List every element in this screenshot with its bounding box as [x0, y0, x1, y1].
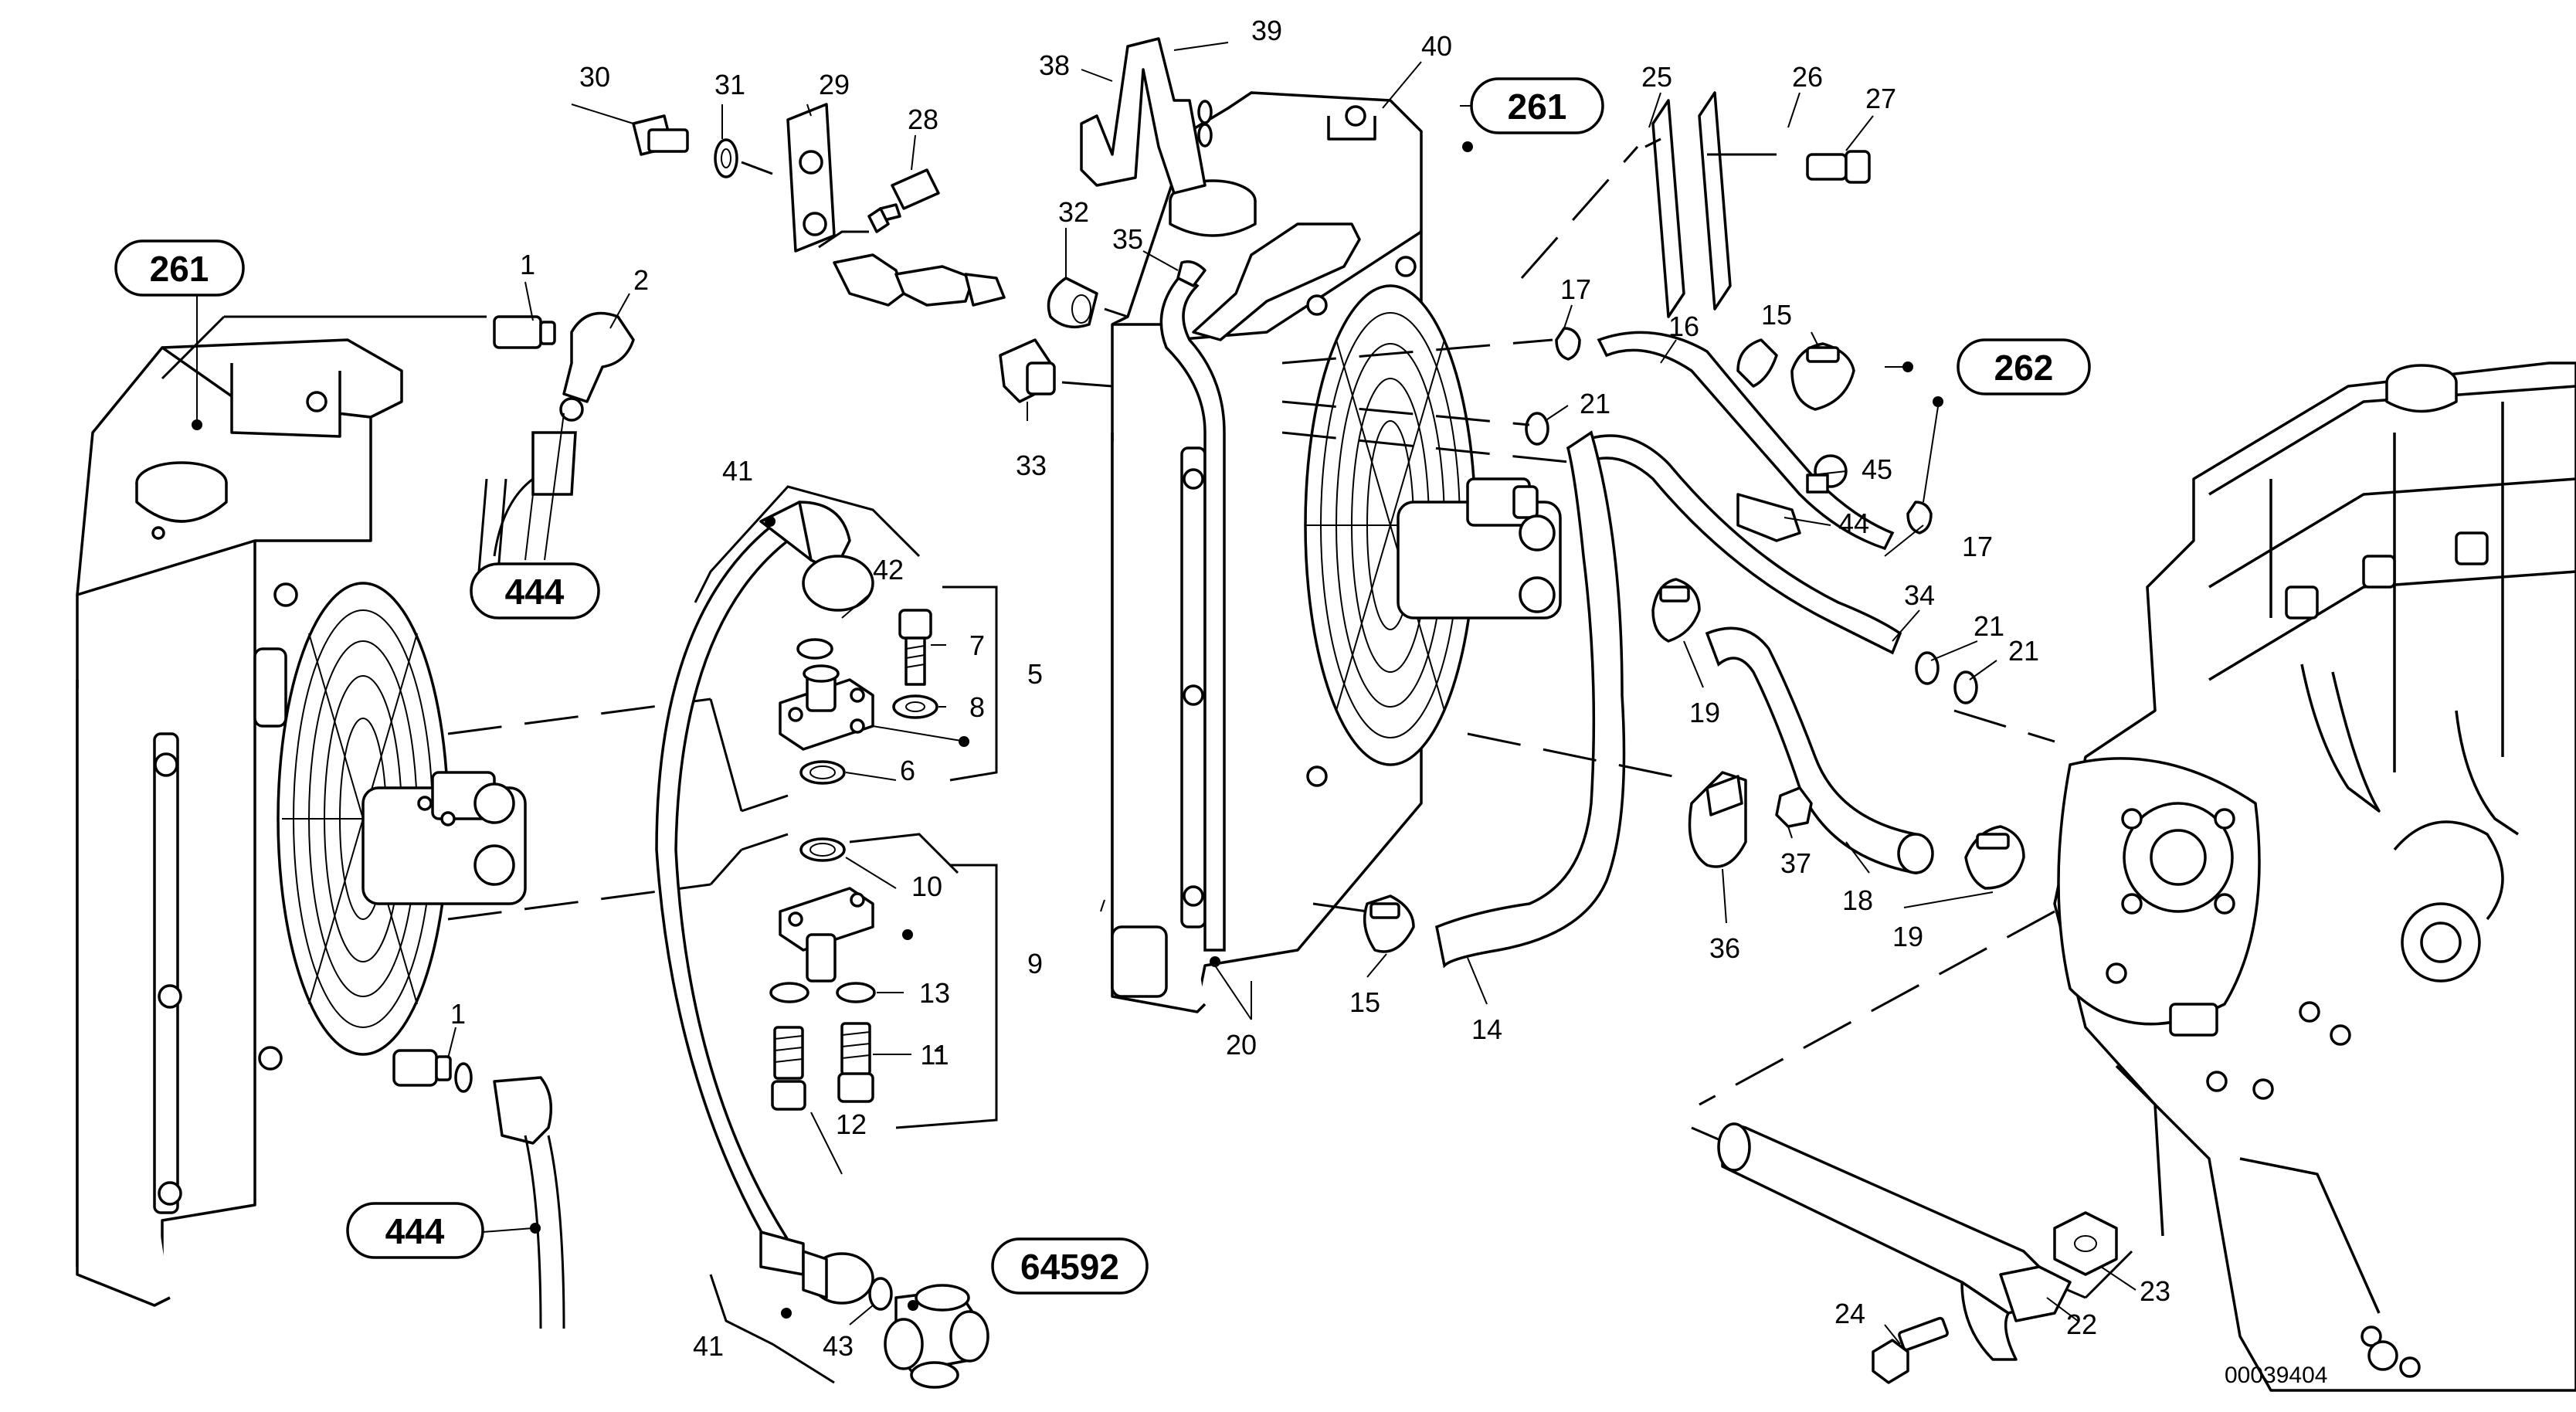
part-label: 33	[1016, 450, 1047, 481]
part-label: 31	[714, 69, 745, 100]
part-label: 26	[1792, 61, 1823, 93]
fan-middle	[1304, 284, 1477, 766]
part-label: 21	[1974, 610, 2004, 642]
svg-text:262: 262	[1994, 348, 2054, 388]
reference-64592[interactable]: 64592	[991, 1237, 1149, 1295]
hose-41	[655, 501, 874, 1319]
lower-manifold-group	[769, 837, 913, 1111]
part-label: 40	[1421, 30, 1452, 62]
part-label: 15	[1761, 299, 1792, 331]
part-label: 42	[873, 554, 904, 586]
part-label: 41	[693, 1330, 724, 1362]
part-label: 21	[1580, 388, 1610, 419]
part-label: 17	[1560, 273, 1591, 305]
top-middle-small-parts	[632, 103, 1006, 307]
part-label: 45	[1862, 453, 1892, 485]
part-number-labels: 1 2 1 30 31 29 28 32 35 33 38 39 40 25 2…	[450, 15, 2170, 1362]
part-label: 22	[2066, 1308, 2097, 1340]
part-label: 39	[1251, 15, 1282, 46]
part-label: 34	[1904, 579, 1935, 611]
t-fitting-64592	[868, 1277, 989, 1389]
part-label: 18	[1842, 884, 1873, 916]
part-label: 21	[2008, 635, 2039, 667]
svg-text:261: 261	[150, 249, 209, 289]
reference-444-bottom[interactable]: 444	[346, 1202, 484, 1259]
part-label: 41	[722, 455, 753, 487]
left-radiator-assembly	[76, 338, 527, 1307]
part-label: 30	[579, 61, 610, 93]
fitting-group-top-left	[161, 311, 635, 572]
part-label: 1	[450, 998, 466, 1030]
part-label: 44	[1838, 507, 1869, 539]
hoses-right	[1363, 91, 2025, 969]
part-label: 12	[836, 1108, 867, 1140]
svg-text:444: 444	[505, 572, 565, 612]
drawing-number: 00039404	[2225, 1363, 2328, 1388]
part-label: 37	[1780, 847, 1811, 879]
part-label: 43	[823, 1330, 854, 1362]
pipe-22-group	[1717, 1122, 2118, 1384]
part-label: 16	[1668, 311, 1699, 342]
reference-261-right[interactable]: 261	[1470, 77, 1604, 134]
part-label: 35	[1112, 223, 1143, 255]
hydraulic-motor-middle	[1397, 477, 1562, 619]
parts-32-33-35	[999, 260, 1207, 403]
part-label: 28	[908, 104, 938, 135]
left-dashed-lines	[447, 698, 789, 921]
part-label: 32	[1058, 196, 1089, 228]
part-label: 27	[1865, 83, 1896, 114]
reference-444-top[interactable]: 444	[470, 562, 600, 619]
part-label: 13	[919, 977, 950, 1009]
part-label: 25	[1641, 61, 1672, 93]
engine-block	[2053, 361, 2576, 1392]
reference-262[interactable]: 262	[1957, 338, 2091, 395]
part-label: 19	[1689, 697, 1720, 728]
part-label: 24	[1834, 1298, 1865, 1329]
part-label: 17	[1962, 531, 1993, 562]
fitting-group-bottom-left	[392, 1049, 565, 1329]
part-label: 36	[1709, 932, 1740, 964]
part-label: 11	[920, 1039, 949, 1071]
part-label: 23	[2140, 1275, 2170, 1307]
filler-cap-left	[135, 461, 228, 540]
part-label: 10	[911, 871, 942, 902]
part-label: 29	[819, 69, 850, 100]
filler-cap-middle	[1169, 179, 1257, 237]
svg-text:444: 444	[385, 1211, 445, 1251]
part-label: 15	[1349, 986, 1380, 1018]
hydraulic-motor-left	[361, 771, 527, 905]
part-label: 5	[1027, 658, 1043, 690]
part-label: 20	[1226, 1029, 1257, 1061]
reference-261-left[interactable]: 261	[114, 239, 245, 297]
part-label: 14	[1471, 1013, 1502, 1045]
bracket-lines-middle	[694, 485, 998, 1384]
part-label: 2	[633, 264, 649, 296]
svg-text:64592: 64592	[1020, 1247, 1119, 1287]
part-label: 19	[1892, 921, 1923, 952]
part-label: 7	[969, 630, 985, 661]
part-label: 9	[1027, 948, 1043, 979]
part-label: 1	[520, 249, 535, 280]
svg-text:261: 261	[1508, 87, 1567, 127]
part-label: 6	[900, 755, 915, 786]
part-label: 38	[1039, 49, 1070, 81]
middle-radiator-assembly	[1080, 37, 1562, 1013]
part-label: 8	[969, 691, 985, 723]
leader-lines	[192, 42, 2136, 1345]
upper-manifold-group	[779, 609, 969, 785]
